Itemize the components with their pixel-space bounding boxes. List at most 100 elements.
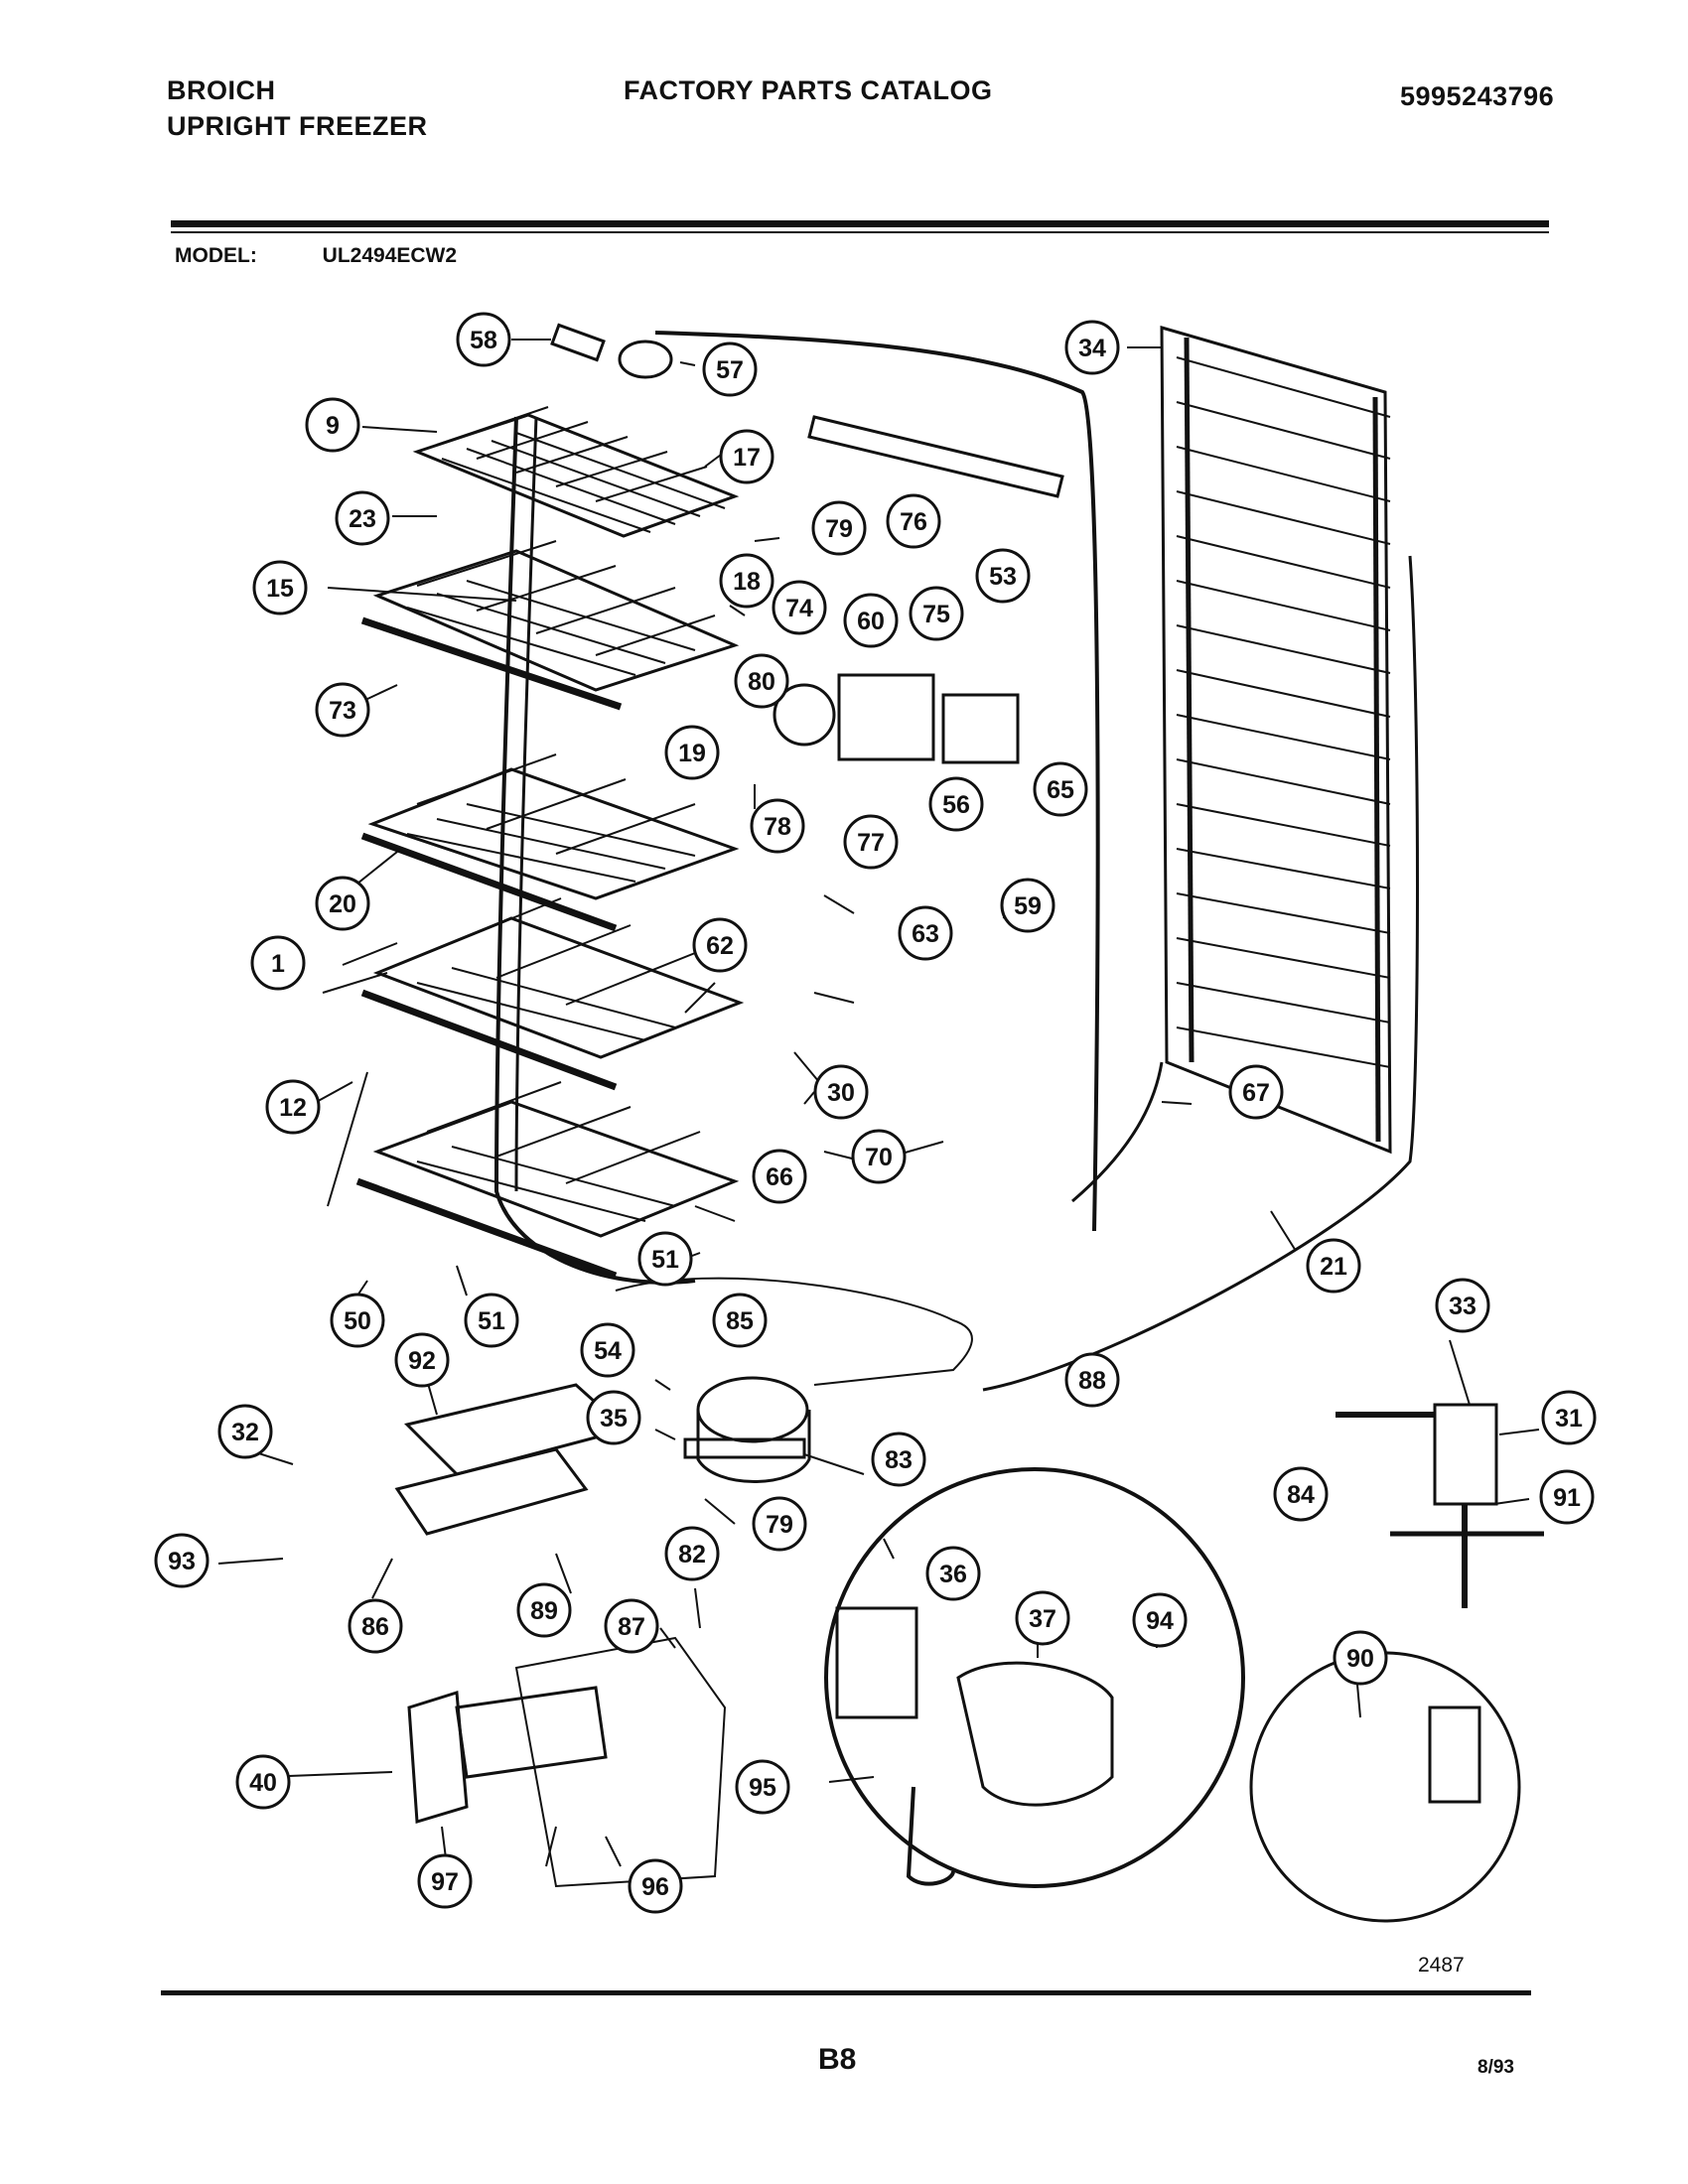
- callout-label: 18: [733, 568, 761, 596]
- callout-label: 34: [1078, 335, 1106, 362]
- callout-37: 37: [1015, 1590, 1070, 1646]
- callout-90: 90: [1333, 1630, 1388, 1686]
- shelf-20: [360, 897, 745, 1091]
- callout-74: 74: [772, 580, 827, 635]
- callout-label: 80: [748, 668, 775, 696]
- callout-label: 37: [1029, 1605, 1056, 1633]
- callout-label: 84: [1287, 1481, 1315, 1509]
- shelf-19: [360, 753, 740, 932]
- callout-label: 59: [1014, 892, 1042, 920]
- callout-label: 23: [349, 505, 376, 533]
- callout-label: 85: [726, 1307, 754, 1335]
- callout-label: 70: [865, 1144, 893, 1171]
- callout-label: 78: [764, 813, 791, 841]
- callout-12: 12: [265, 1079, 321, 1135]
- callout-21: 21: [1306, 1238, 1361, 1294]
- callout-94: 94: [1132, 1592, 1188, 1648]
- callout-label: 66: [766, 1163, 793, 1191]
- callout-label: 93: [168, 1548, 196, 1575]
- callout-76: 76: [886, 493, 941, 549]
- callout-label: 87: [618, 1613, 645, 1641]
- shelf-17: [412, 406, 740, 538]
- header-rule-thin: [171, 231, 1549, 233]
- callout-label: 12: [279, 1094, 307, 1122]
- callout-97: 97: [417, 1853, 473, 1909]
- product-type: UPRIGHT FREEZER: [167, 111, 428, 141]
- callout-label: 50: [344, 1307, 371, 1335]
- callout-label: 88: [1078, 1367, 1106, 1395]
- callout-label: 62: [706, 932, 734, 960]
- callout-label: 54: [594, 1337, 622, 1365]
- callout-1: 1: [250, 935, 306, 991]
- callout-label: 94: [1146, 1607, 1174, 1635]
- callout-label: 96: [641, 1873, 669, 1901]
- callout-56: 56: [928, 776, 984, 832]
- callout-label: 82: [678, 1541, 706, 1569]
- callout-label: 74: [785, 595, 813, 622]
- callout-18: 18: [719, 553, 774, 609]
- callout-79: 79: [811, 500, 867, 556]
- callout-63: 63: [898, 905, 953, 961]
- callout-70: 70: [851, 1129, 907, 1184]
- callout-label: 76: [900, 508, 927, 536]
- diagram-number: 2487: [1418, 1954, 1465, 1977]
- callout-78: 78: [750, 798, 805, 854]
- date-code: 8/93: [1477, 2057, 1514, 2078]
- callout-label: 77: [857, 829, 885, 857]
- callout-19: 19: [664, 725, 720, 780]
- footer-rule: [161, 1990, 1531, 1995]
- callout-79: 79: [752, 1496, 807, 1552]
- callout-57: 57: [702, 341, 758, 397]
- callout-label: 79: [825, 515, 853, 543]
- page-number: B8: [818, 2043, 857, 2076]
- brand-name: BROICH: [167, 75, 276, 105]
- callout-label: 63: [912, 920, 939, 948]
- callout-23: 23: [335, 490, 390, 546]
- callout-9: 9: [305, 397, 360, 453]
- callout-30: 30: [813, 1064, 869, 1120]
- callout-91: 91: [1539, 1469, 1595, 1525]
- callout-label: 35: [600, 1405, 628, 1433]
- callout-53: 53: [975, 548, 1031, 604]
- callout-label: 75: [922, 601, 950, 628]
- callout-label: 51: [478, 1307, 505, 1335]
- callout-label: 67: [1242, 1079, 1270, 1107]
- callout-66: 66: [752, 1149, 807, 1204]
- callout-label: 83: [885, 1446, 913, 1474]
- callout-65: 65: [1033, 761, 1088, 817]
- callout-54: 54: [580, 1322, 635, 1378]
- callout-label: 95: [749, 1774, 776, 1802]
- callout-label: 89: [530, 1597, 558, 1625]
- callout-93: 93: [154, 1533, 210, 1588]
- callout-50: 50: [330, 1293, 385, 1348]
- callout-label: 33: [1449, 1293, 1477, 1320]
- callout-85: 85: [712, 1293, 768, 1348]
- callout-33: 33: [1435, 1278, 1490, 1333]
- callout-95: 95: [735, 1759, 790, 1815]
- model-number: UL2494ECW2: [322, 244, 458, 267]
- callout-label: 20: [329, 890, 356, 918]
- exploded-parts-diagram: 58 57 34 9 17 23 76 79 15 18 53 74 60 75 73 80 19 65 56 78 7…: [154, 312, 1597, 1923]
- callout-label: 17: [733, 444, 761, 472]
- callout-label: 57: [716, 356, 744, 384]
- callout-73: 73: [315, 682, 370, 738]
- callout-label: 86: [361, 1613, 389, 1641]
- callout-84: 84: [1273, 1466, 1329, 1522]
- callout-82: 82: [664, 1526, 720, 1581]
- callout-label: 15: [266, 575, 294, 603]
- catalog-title: FACTORY PARTS CATALOG: [624, 75, 993, 105]
- callout-label: 53: [989, 563, 1017, 591]
- callout-67: 67: [1228, 1064, 1284, 1120]
- callout-59: 59: [1000, 878, 1055, 933]
- callout-31: 31: [1541, 1390, 1597, 1445]
- callout-label: 60: [857, 608, 885, 635]
- callout-17: 17: [719, 429, 774, 484]
- callout-20: 20: [315, 876, 370, 931]
- callout-label: 40: [249, 1769, 277, 1797]
- callout-label: 58: [470, 327, 497, 354]
- compressor-35: [683, 1376, 811, 1483]
- callout-35: 35: [586, 1390, 641, 1445]
- callout-label: 56: [942, 791, 970, 819]
- callout-62: 62: [692, 917, 748, 973]
- callout-87: 87: [604, 1598, 659, 1654]
